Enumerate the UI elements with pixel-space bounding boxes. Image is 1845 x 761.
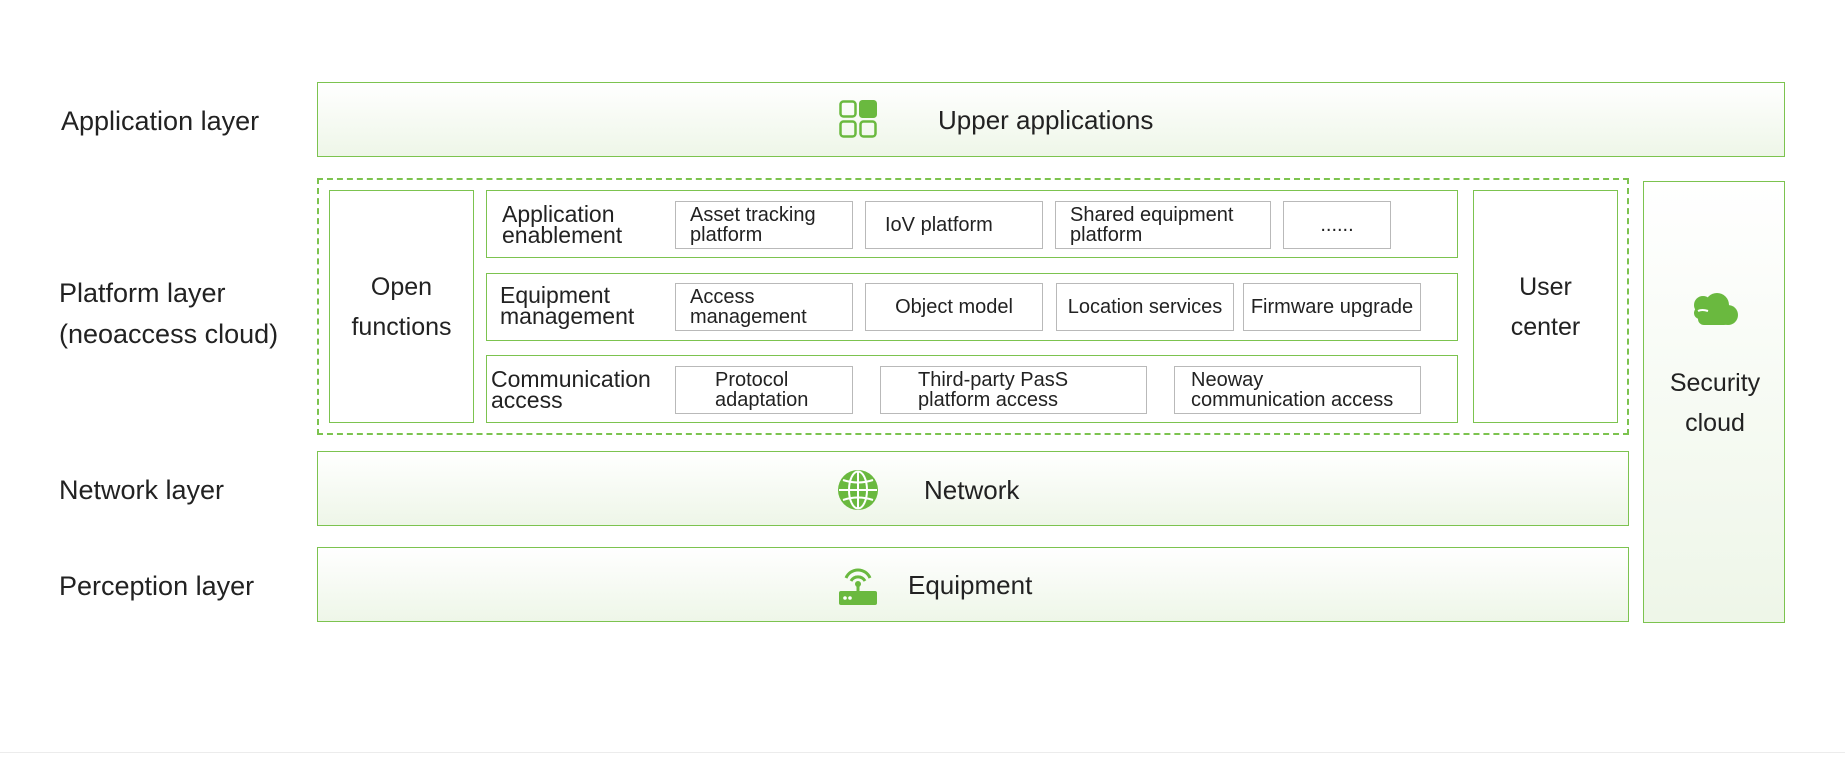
chip-text-line2: adaptation [715, 389, 809, 411]
application-enablement-title: Application enablement [502, 201, 623, 248]
chip-text-line2: platform [690, 224, 763, 246]
upper-applications-label: Upper applications [938, 105, 1154, 135]
chip-text: ...... [1320, 214, 1354, 236]
chip-text-line1: Shared equipment [1070, 204, 1234, 226]
cloud-icon [1690, 291, 1740, 327]
application-enablement-title-line1: Application [502, 201, 615, 227]
chip-third-party-pass: Third-party PasS platform access [880, 366, 1147, 414]
chip-object-model: Object model [865, 283, 1043, 331]
network-band: Network [317, 451, 1629, 526]
platform-container [317, 178, 1629, 435]
platform-layer-label-line1: Platform layer [59, 278, 226, 308]
upper-applications-band: Upper applications [317, 82, 1785, 157]
security-cloud-line1: Security [1669, 369, 1761, 397]
platform-layer-label-line2: (neoaccess cloud) [59, 319, 279, 349]
chip-text-line1: Neoway [1191, 369, 1264, 391]
equipment-band: Equipment [317, 547, 1629, 622]
chip-text: Firmware upgrade [1250, 296, 1414, 318]
open-functions-line1: Open [370, 272, 433, 301]
communication-access-row: Communication access Protocol adaptation… [486, 355, 1458, 423]
security-cloud-line2: cloud [1685, 409, 1745, 437]
chip-text: Object model [895, 296, 1013, 318]
equipment-management-title-line1: Equipment [500, 282, 610, 308]
chip-text-line2: platform [1070, 224, 1143, 246]
chip-text-line1: Third-party PasS [918, 369, 1069, 391]
application-layer-label: Application layer [61, 106, 260, 136]
chip-text-line1: Protocol [715, 369, 789, 391]
application-enablement-title-line2: enablement [502, 222, 623, 248]
chip-shared-equipment-platform: Shared equipment platform [1055, 201, 1271, 249]
platform-layer-label: Platform layer (neoaccess cloud) [59, 273, 278, 355]
chip-text-line2: platform access [918, 389, 1059, 411]
chip-protocol-adaptation: Protocol adaptation [675, 366, 853, 414]
user-center-line1: User [1519, 272, 1572, 301]
router-icon [837, 564, 879, 606]
equipment-management-title-line2: management [500, 303, 635, 329]
chip-text-line2: communication access [1191, 389, 1394, 411]
network-layer-label: Network layer [59, 475, 225, 505]
communication-access-title-line1: Communication [491, 366, 651, 392]
user-center-box: User center [1473, 190, 1618, 423]
chip-access-management: Access management [675, 283, 853, 331]
globe-icon [837, 469, 879, 511]
chip-location-services: Location services [1056, 283, 1234, 331]
chip-neoway-communication-access: Neoway communication access [1174, 366, 1421, 414]
open-functions-line2: functions [351, 312, 452, 341]
perception-layer-label: Perception layer [59, 571, 255, 601]
bottom-divider [0, 752, 1845, 753]
chip-text-line1: Access [690, 286, 755, 308]
chip-text: IoV platform [885, 214, 993, 236]
equipment-label: Equipment [908, 570, 1033, 600]
open-functions-box: Open functions [329, 190, 474, 423]
chip-text-line2: management [690, 306, 807, 328]
security-cloud-label: Security cloud [1644, 363, 1786, 443]
equipment-management-row: Equipment management Access management O… [486, 273, 1458, 341]
security-cloud-band: Security cloud [1643, 181, 1785, 623]
chip-more: ...... [1283, 201, 1391, 249]
application-enablement-row: Application enablement Asset tracking pl… [486, 190, 1458, 258]
chip-firmware-upgrade: Firmware upgrade [1243, 283, 1421, 331]
user-center-line2: center [1510, 312, 1581, 341]
equipment-management-title: Equipment management [500, 282, 635, 329]
chip-iov-platform: IoV platform [865, 201, 1043, 249]
chip-text-line1: Asset tracking [690, 204, 816, 226]
chip-text: Location services [1067, 296, 1223, 318]
network-label: Network [924, 475, 1020, 505]
chip-asset-tracking-platform: Asset tracking platform [675, 201, 853, 249]
communication-access-title: Communication access [491, 366, 651, 413]
communication-access-title-line2: access [491, 387, 563, 413]
apps-grid-icon [839, 100, 877, 138]
